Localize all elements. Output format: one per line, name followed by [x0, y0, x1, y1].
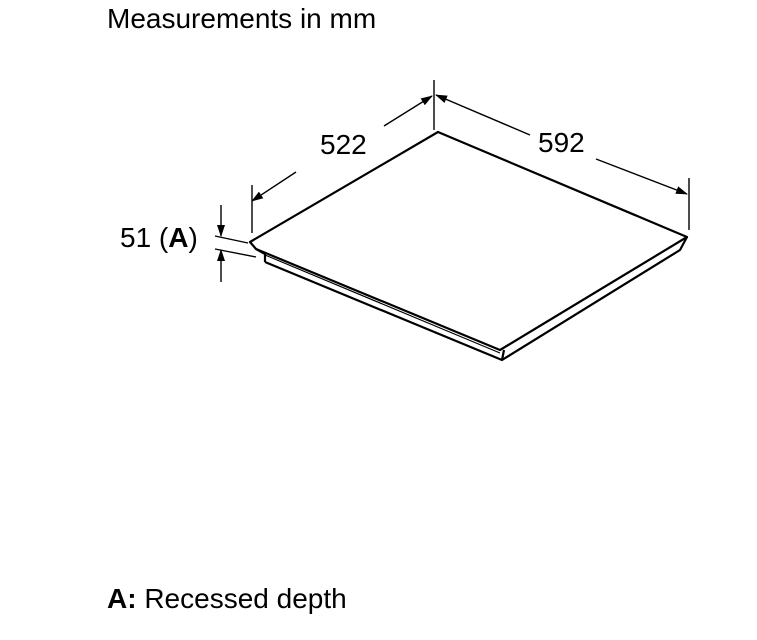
extension-lines	[214, 80, 690, 258]
legend-key: A:	[107, 583, 137, 614]
depth-label: 522	[320, 129, 367, 160]
depth-dimension	[251, 95, 433, 202]
cooktop-outline	[248, 130, 689, 362]
legend-text: Recessed depth	[136, 583, 347, 614]
legend: A: Recessed depth	[107, 582, 347, 616]
page-title: Measurements in mm	[107, 3, 377, 34]
width-label: 592	[538, 127, 585, 158]
width-dimension	[435, 94, 688, 195]
height-label: 51 (A)	[120, 222, 198, 253]
